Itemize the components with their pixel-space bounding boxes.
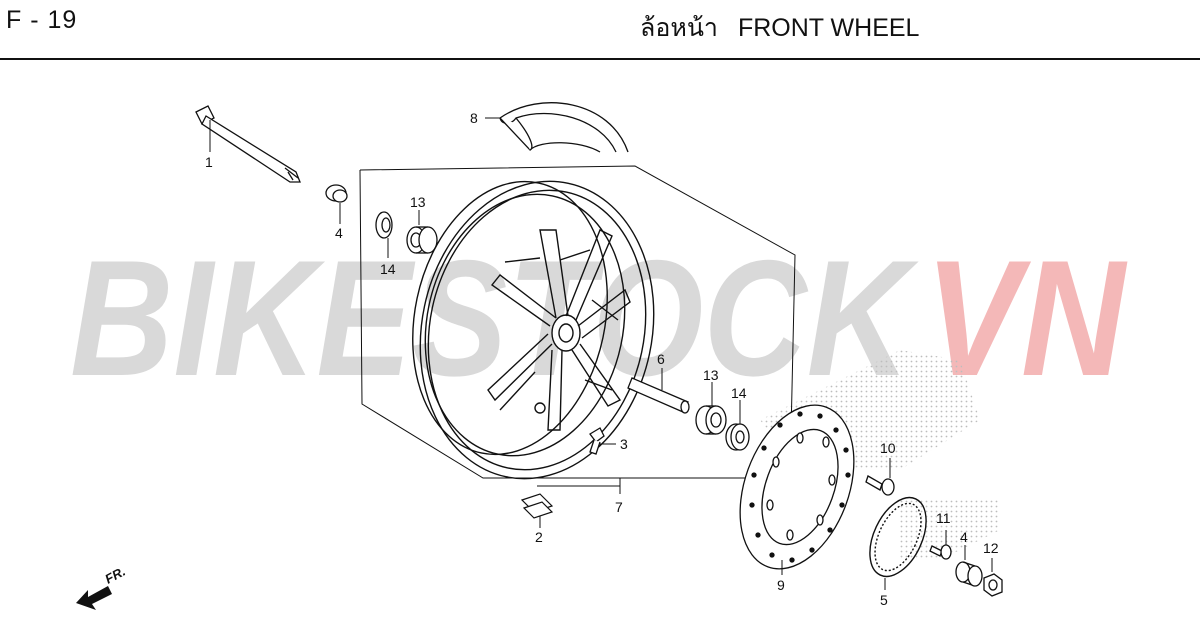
- callout-2: 2: [535, 529, 543, 545]
- page-code: F - 19: [6, 6, 78, 34]
- part-14-dust-seal-left: [375, 211, 393, 239]
- callout-10: 10: [880, 440, 896, 456]
- title-english: FRONT WHEEL: [737, 14, 920, 42]
- front-direction-arrow-icon: FR.: [76, 564, 128, 610]
- callout-12: 12: [983, 540, 999, 556]
- part-8-rim-band: [499, 102, 629, 153]
- part-4-collar-upper: [325, 184, 348, 203]
- part-4-collar-lower: [955, 561, 983, 587]
- part-13-bearing-left: [406, 226, 438, 254]
- watermark-text-gray: BIKESTOCK: [70, 226, 919, 410]
- callout-14-right: 14: [731, 385, 747, 401]
- callout-13-left: 13: [410, 194, 426, 210]
- callout-6: 6: [657, 351, 665, 367]
- page-title: ล้อหน้า FRONT WHEEL: [640, 8, 939, 48]
- callout-9: 9: [777, 577, 785, 593]
- part-12-axle-nut: [983, 573, 1003, 597]
- callout-11: 11: [936, 510, 951, 526]
- callout-4-upper: 4: [335, 225, 343, 241]
- part-9-brake-disc: [739, 404, 855, 570]
- callout-7: 7: [615, 499, 623, 515]
- callout-3: 3: [620, 436, 628, 452]
- watermark: BIKESTOCK VN: [70, 226, 1127, 410]
- part-10-disc-bolt: [865, 475, 895, 496]
- callout-5: 5: [880, 592, 888, 608]
- title-thai: ล้อหน้า: [640, 14, 718, 42]
- part-6-distance-collar: [627, 377, 690, 414]
- part-5-pulser-ring: [869, 496, 927, 578]
- part-14-dust-seal-right: [725, 423, 750, 451]
- callout-13-right: 13: [703, 367, 719, 383]
- callout-14-left: 14: [380, 261, 396, 277]
- direction-label: FR.: [102, 564, 128, 587]
- part-13-bearing-right: [695, 405, 727, 435]
- callout-4-lower: 4: [960, 529, 968, 545]
- part-2-balance-weight: [520, 493, 554, 519]
- part-3-valve: [589, 427, 605, 455]
- page-header: F - 19 ล้อหน้า FRONT WHEEL: [0, 0, 1200, 60]
- callout-1: 1: [205, 154, 213, 170]
- part-7-wheel: [412, 180, 655, 480]
- parts-diagram: BIKESTOCK VN 1 4 14 13 8: [70, 102, 1127, 610]
- part-1-axle: [195, 105, 301, 183]
- callout-8: 8: [470, 110, 478, 126]
